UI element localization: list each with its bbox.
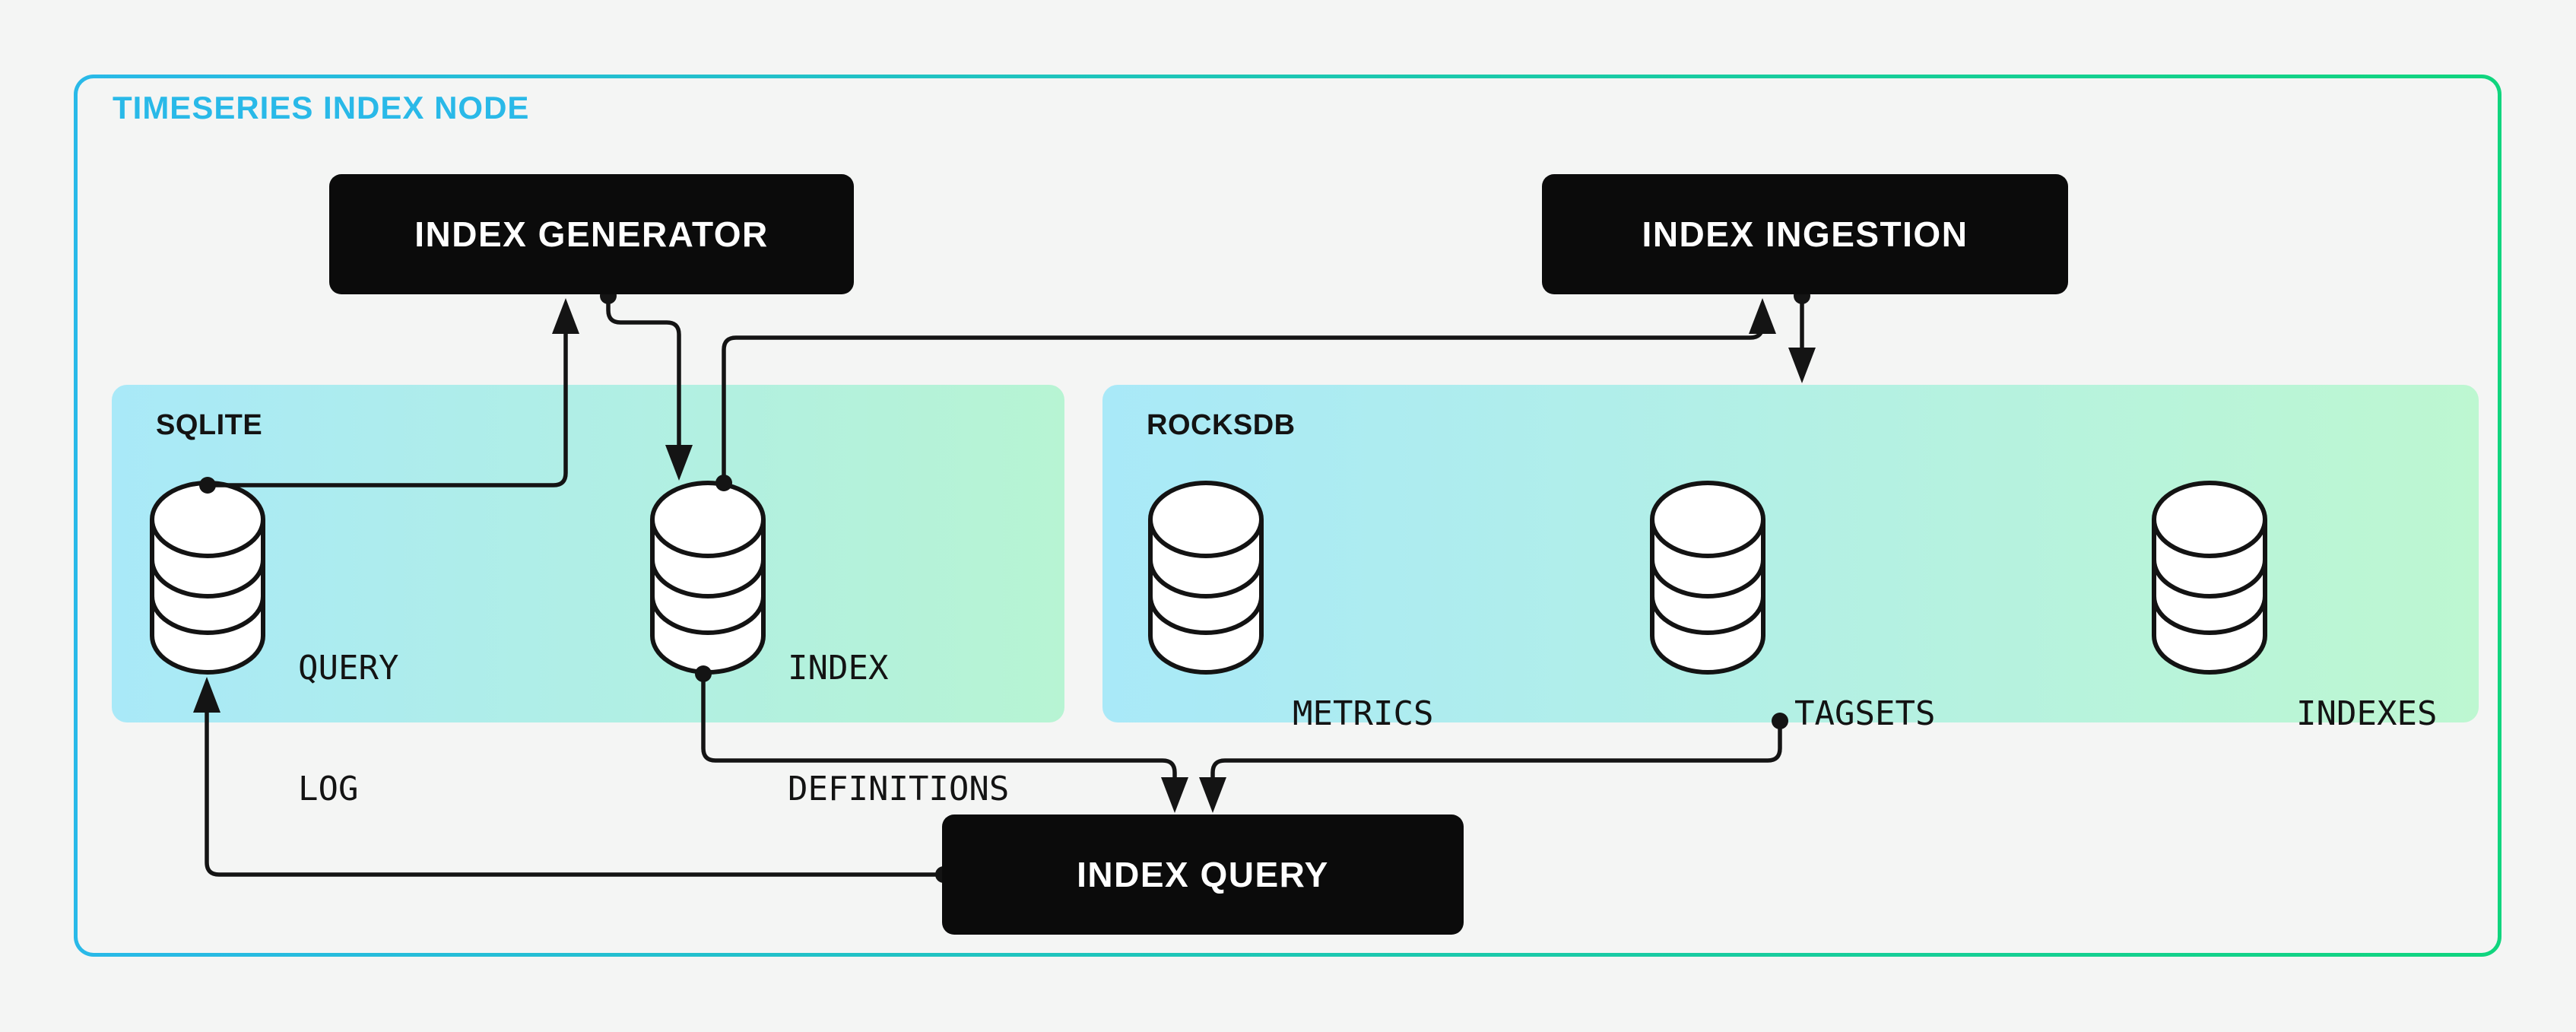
panel-rocksdb-label: ROCKSDB [1147,409,1296,441]
store-index-definitions [648,479,768,680]
store-metrics-label: METRICS [1293,694,1434,733]
database-icon [1650,481,1765,675]
arrowhead-down [1788,348,1816,383]
arrowhead-down [1161,777,1188,813]
arrowhead-down [665,445,693,481]
panel-sqlite: SQLITE QUERY LOG INDEX [112,385,1064,808]
connector-index-ingestion-to-rocksdb [1788,287,1816,383]
node-index-ingestion: INDEX INGESTION [1542,174,2068,294]
store-index-definitions-label: INDEX DEFINITIONS [788,649,1010,808]
connector-index-query-to-query-log [193,677,952,883]
connector-index-definitions-to-index-query [695,665,1188,813]
database-icon [650,481,766,675]
database-icon [2152,481,2267,675]
connector-rocksdb-to-index-query [1199,713,1788,813]
store-query-log-label: QUERY LOG [298,649,399,808]
store-tagsets [1648,479,1768,680]
node-index-generator: INDEX GENERATOR [329,174,854,294]
arrowhead-up [552,298,579,334]
panel-sqlite-label: SQLITE [156,409,263,441]
arrowhead-up [1749,298,1776,334]
store-tagsets-label: TAGSETS [1794,694,1936,733]
connector-query-log-to-index-generator [199,298,579,494]
store-query-log [148,479,268,680]
database-icon [1148,481,1264,675]
diagram-title: TIMESERIES INDEX NODE [113,90,530,125]
connector-index-generator-to-index-definitions [600,287,693,481]
arrowhead-down [1199,777,1226,813]
arrowhead-up [193,677,220,713]
store-indexes [2149,479,2270,680]
store-metrics [1146,479,1266,680]
node-index-query: INDEX QUERY [942,814,1464,935]
connector-index-definitions-to-index-ingestion [715,298,1776,491]
store-indexes-label: INDEXES [2296,694,2438,733]
database-icon [150,481,265,675]
panel-rocksdb: ROCKSDB METRICS TAGSETS [1102,385,2479,733]
